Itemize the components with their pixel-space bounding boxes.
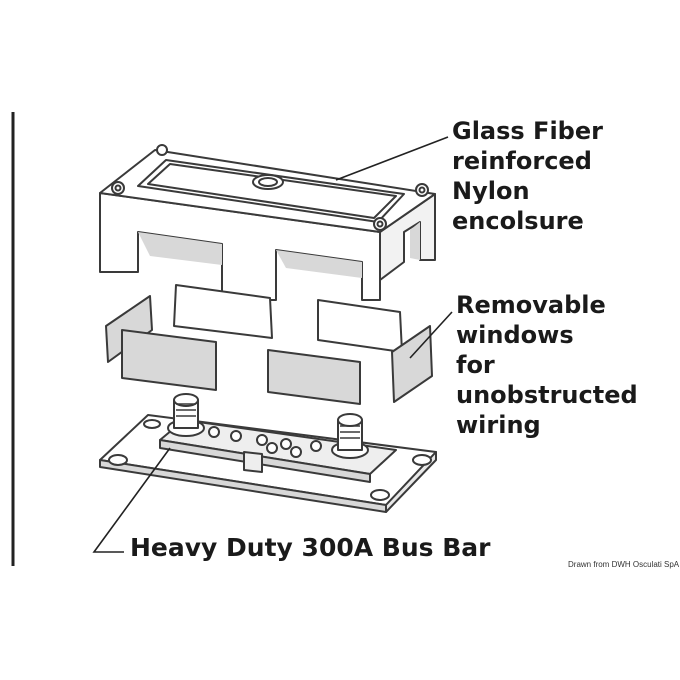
windows-label-line-3: for (456, 351, 495, 379)
enclosure-label-line-1: Glass Fiber (452, 117, 603, 145)
leader-lines (92, 136, 453, 553)
windows-label-line-1: Removable (456, 291, 606, 319)
windows-label-line-5: wiring (456, 411, 541, 439)
busbar-label: Heavy Duty 300A Bus Bar (130, 533, 491, 562)
bus-bar-base (99, 393, 437, 513)
leader-enclosure (335, 136, 449, 181)
enclosure-label-line-3: Nylon (452, 177, 530, 205)
enclosure-label: Glass Fiber reinforced Nylon encolsure (452, 116, 603, 236)
credit-text: Drawn from DWH Osculati SpA (568, 560, 680, 569)
windows-label: Removable windows for unobstructed wirin… (456, 290, 638, 440)
enclosure-cover (99, 144, 436, 301)
enclosure-label-line-2: reinforced (452, 147, 592, 175)
enclosure-label-line-4: encolsure (452, 207, 584, 235)
windows-label-line-4: unobstructed (456, 381, 638, 409)
leader-windows (409, 311, 453, 359)
removable-windows (105, 284, 433, 405)
windows-label-line-2: windows (456, 321, 574, 349)
leader-busbar (92, 447, 171, 553)
